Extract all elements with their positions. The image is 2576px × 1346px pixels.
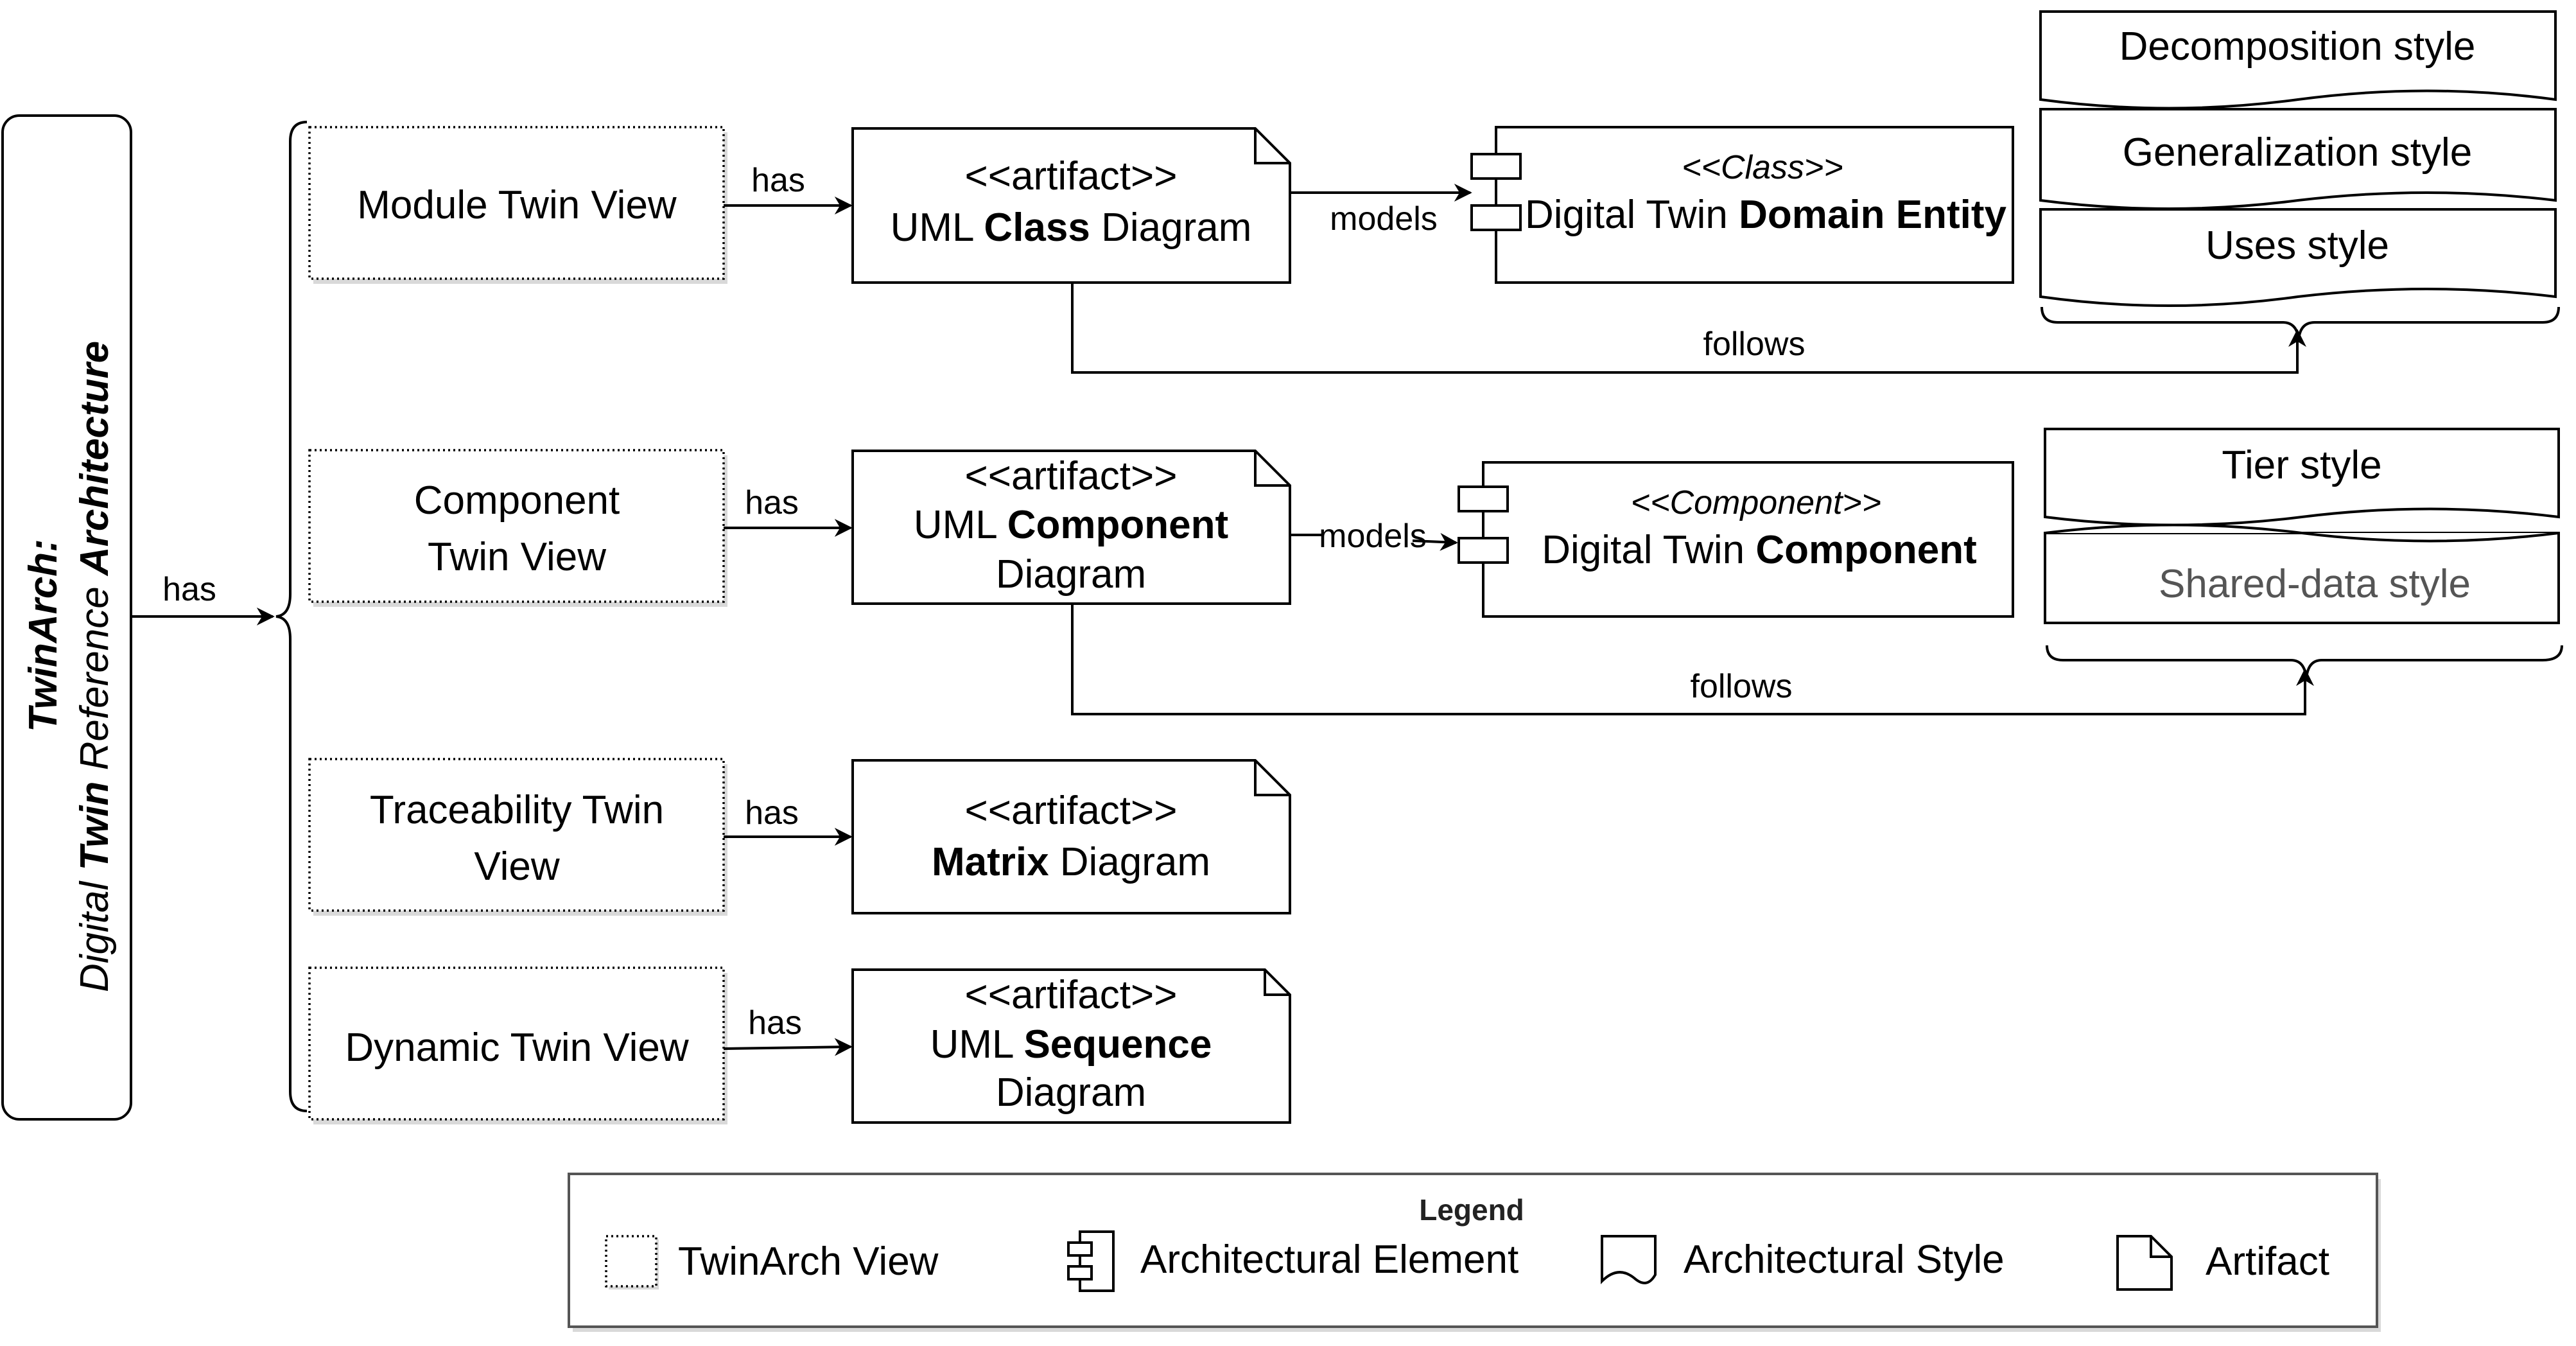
element-domain-entity-name: Digital Twin Domain Entity: [1525, 193, 2006, 237]
view-traceability-label-2: View: [474, 844, 559, 889]
legend-style-label: Architectural Style: [1684, 1237, 2005, 1282]
artifact-component-stereotype: <<artifact>>: [965, 454, 1178, 498]
root-title-line2: Digital Twin Reference Architecture: [73, 341, 117, 992]
element-component-stereotype: <<Component>>: [1631, 484, 1881, 521]
legend-title: Legend: [1419, 1193, 1524, 1227]
style-generalization[interactable]: Generalization style: [2039, 108, 2557, 210]
style-decomposition-label: Decomposition style: [2119, 24, 2476, 69]
models-edges: models models: [1290, 184, 1472, 555]
legend-view-icon: [605, 1235, 659, 1289]
view-dynamic[interactable]: Dynamic Twin View: [308, 966, 727, 1124]
models-label-2: models: [1319, 518, 1427, 555]
legend: Legend TwinArch View Architectural Eleme…: [568, 1173, 2381, 1332]
has-label-2: has: [745, 484, 799, 521]
legend-element-label: Architectural Element: [1140, 1237, 1519, 1282]
root-title-line1: TwinArch:: [21, 539, 65, 732]
has-edges: has has has has: [723, 162, 853, 1056]
artifact-class-diagram[interactable]: <<artifact>> UML Class Diagram: [851, 127, 1291, 284]
artifact-component-name-1: UML Component: [914, 503, 1228, 547]
element-domain-entity[interactable]: <<Class>> Digital Twin Domain Entity: [1470, 126, 2014, 284]
artifact-class-name: UML Class Diagram: [891, 205, 1252, 250]
element-component[interactable]: <<Component>> Digital Twin Component: [1458, 461, 2014, 618]
view-component-label-2: Twin View: [428, 535, 606, 579]
artifact-sequence-stereotype: <<artifact>>: [965, 973, 1178, 1017]
style-tier[interactable]: Tier style: [2044, 428, 2560, 527]
follows-label-1: follows: [1703, 326, 1806, 363]
models-label-1: models: [1330, 200, 1438, 238]
has-label-4: has: [748, 1004, 802, 1042]
has-label-3: has: [745, 794, 799, 832]
style-generalization-label: Generalization style: [2123, 130, 2473, 175]
view-module[interactable]: Module Twin View: [308, 126, 727, 284]
view-traceability[interactable]: Traceability Twin View: [308, 758, 727, 916]
artifact-matrix-stereotype: <<artifact>>: [965, 789, 1178, 833]
legend-style-icon: [1601, 1235, 1657, 1284]
style-shared-data-label: Shared-data style: [2159, 562, 2471, 606]
artifact-component-name-2: Diagram: [996, 552, 1146, 597]
artifact-sequence-name-1: UML Sequence: [930, 1022, 1212, 1067]
root-has-edge: has: [131, 571, 275, 625]
view-traceability-label-1: Traceability Twin: [370, 788, 664, 832]
view-module-label: Module Twin View: [357, 183, 677, 227]
legend-view-label: TwinArch View: [678, 1239, 939, 1284]
follows-edges: follows follows: [1071, 283, 2314, 715]
artifact-sequence-diagram[interactable]: <<artifact>> UML Sequence Diagram: [851, 968, 1291, 1124]
artifact-class-stereotype: <<artifact>>: [965, 154, 1178, 198]
artifact-component-diagram[interactable]: <<artifact>> UML Component Diagram: [851, 450, 1291, 605]
legend-artifact-icon: [2116, 1235, 2173, 1291]
artifact-matrix-diagram[interactable]: <<artifact>> Matrix Diagram: [851, 759, 1291, 914]
artifact-matrix-name: Matrix Diagram: [932, 840, 1210, 884]
style-shared-data[interactable]: Shared-data style: [2044, 523, 2560, 624]
element-domain-entity-stereotype: <<Class>>: [1682, 149, 1843, 186]
style-decomposition[interactable]: Decomposition style: [2039, 10, 2557, 110]
views-brace: [275, 121, 308, 1112]
root-has-label: has: [162, 571, 216, 608]
view-component-label-1: Component: [414, 478, 620, 523]
style-uses[interactable]: Uses style: [2039, 208, 2557, 307]
legend-element-icon: [1067, 1230, 1115, 1292]
style-uses-label: Uses style: [2206, 223, 2389, 268]
svg-text:TwinArch:: TwinArch:: [21, 539, 65, 732]
artifact-sequence-name-2: Diagram: [996, 1071, 1146, 1115]
style-tier-label: Tier style: [2222, 443, 2381, 487]
legend-artifact-label: Artifact: [2206, 1239, 2329, 1284]
element-component-name: Digital Twin Component: [1542, 528, 1977, 572]
view-component[interactable]: Component Twin View: [308, 449, 727, 607]
root-box: TwinArch: Digital Twin Reference Archite…: [1, 114, 132, 1121]
follows-label-2: follows: [1691, 668, 1793, 705]
styles-group1-brace: [2041, 306, 2560, 341]
view-dynamic-label: Dynamic Twin View: [345, 1026, 688, 1070]
has-label-1: has: [751, 162, 805, 199]
